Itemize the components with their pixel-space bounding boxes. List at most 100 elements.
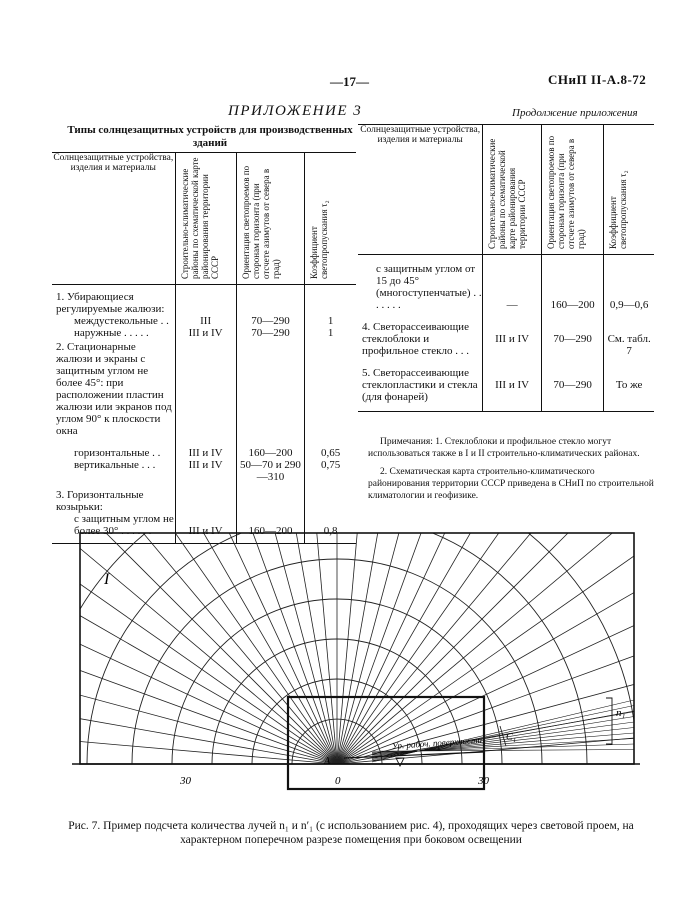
row-text: с защитным углом от 15 до 45° (многоступ…: [376, 263, 482, 311]
table-row: 4. Светорассеивающие стеклоблоки и профи…: [358, 315, 654, 361]
radial-line: [105, 533, 338, 764]
room-section: [286, 695, 486, 791]
radial-line: [316, 533, 338, 764]
row-orientation: [235, 339, 305, 441]
table-row: 5. Светорассеивающие стеклопластики и ст…: [358, 361, 654, 412]
ray-group: [80, 533, 634, 764]
radial-line: [336, 533, 532, 764]
row-text: междустекольные . .: [74, 315, 169, 327]
n1-bracket: [606, 697, 613, 745]
work-surface-line: [343, 751, 485, 759]
row-orientation: [235, 483, 305, 513]
row-text: 5. Светорассеивающие стеклопластики и ст…: [362, 367, 478, 403]
row-region: III и IV: [482, 315, 542, 361]
note-2: 2. Схематическая карта строительно-клима…: [368, 467, 654, 501]
arc-line: [80, 533, 634, 726]
row-orientation: 160—200: [235, 441, 305, 459]
table-row: 2. Стационарные жалюзи и экраны с защитн…: [52, 339, 356, 441]
radial-line: [142, 533, 338, 764]
row-coefficient: 0,9—0,6: [603, 254, 654, 315]
label-30-right: 30: [477, 775, 490, 787]
row-region: [174, 339, 237, 441]
c1-marker: [499, 725, 507, 747]
label-n1: n₁: [616, 707, 626, 719]
row-orientation: 70—290: [540, 315, 604, 361]
row-region: III и IV: [174, 513, 237, 544]
table-row: 3. Горизонтальные козырьки:: [52, 483, 356, 513]
row-text: 3. Горизонтальные козырьки:: [56, 489, 144, 513]
row-coefficient: 0,65: [304, 441, 356, 459]
row-region: [174, 483, 237, 513]
radial-line: [174, 533, 338, 764]
row-orientation: [235, 284, 305, 315]
table-row: вертикальные . . . III и IV 50—70 и 290—…: [52, 459, 356, 483]
row-coefficient: 0,8: [304, 513, 356, 544]
row-orientation: 70—290: [540, 361, 604, 412]
radial-line: [80, 547, 338, 764]
table-row: горизонтальные . . III и IV 160—200 0,65: [52, 441, 356, 459]
arc-line: [86, 533, 588, 764]
right-col-header-devices: Солнцезащитные устройства, изделия и мат…: [360, 125, 481, 145]
radial-line: [336, 684, 634, 764]
radial-line: [295, 533, 338, 764]
left-col-header-devices: Солнцезащитные устройства, изделия и мат…: [53, 153, 174, 173]
level-marker: [395, 757, 405, 768]
right-col-header-coefficient: Коэффициент светопропускания τ₂: [603, 124, 654, 255]
radial-line: [336, 533, 471, 764]
radial-line: [228, 533, 338, 764]
label-zero: 0: [335, 775, 341, 787]
table-row: с защитным углом не более 30° . . . . . …: [52, 513, 356, 544]
continuation-title: Продолжение приложения: [512, 107, 638, 119]
ray-diagram: [72, 532, 640, 791]
row-text: 4. Светорассеивающие стеклоблоки и профи…: [362, 321, 469, 357]
radial-line: [80, 670, 338, 764]
radial-line: [252, 533, 338, 764]
row-coefficient: 1: [304, 315, 356, 327]
page-number: —17—: [330, 74, 369, 89]
appendix-title: ПРИЛОЖЕНИЕ 3: [228, 103, 363, 119]
label-30-left: 30: [179, 775, 192, 787]
row-orientation: 70—290: [235, 327, 305, 339]
radial-line: [80, 643, 338, 764]
left-col-header-orientation: Ориентация светопроемов по сторонам гори…: [235, 152, 305, 285]
right-col-header-orientation: Ориентация светопроемов по сторонам гори…: [540, 124, 604, 255]
table-row: наружные . . . . . III и IV 70—290 1: [52, 327, 356, 339]
left-table: Солнцезащитные устройства, изделия и мат…: [52, 152, 356, 544]
right-col-header-regions: Строительно-климатические районы по схем…: [482, 124, 542, 255]
label-point-A: A: [323, 756, 331, 767]
radial-line: [80, 741, 338, 764]
row-region: III и IV: [482, 361, 542, 412]
left-col-header-regions: Строительно-климатические районы по схем…: [174, 152, 237, 285]
row-region: [174, 284, 237, 315]
radial-line: [336, 555, 634, 764]
row-text: с защитным углом не более 30° . . . . . …: [74, 513, 174, 537]
row-text: 1. Убирающиеся регулируемые жалюзи:: [56, 291, 165, 315]
radial-line: [336, 625, 634, 764]
row-region: —: [482, 254, 542, 315]
radial-line: [80, 718, 338, 764]
radial-line: [336, 533, 379, 764]
window-ray: [371, 749, 634, 752]
radial-line: [274, 533, 338, 764]
row-region: III и IV: [174, 459, 237, 483]
left-col-header-coefficient: Коэффициент светопропускания τ₂: [304, 152, 356, 285]
row-text: вертикальные . . .: [74, 459, 156, 471]
row-text: 2. Стационарные жалюзи и экраны с защитн…: [56, 341, 172, 437]
radial-line: [336, 533, 569, 764]
radial-line: [336, 533, 613, 764]
right-table: Солнцезащитные устройства, изделия и мат…: [358, 124, 654, 412]
row-coefficient: [304, 284, 356, 315]
radial-line: [80, 615, 338, 764]
row-coefficient: 1: [304, 327, 356, 339]
label-C1: C₁: [506, 732, 516, 743]
radial-line: [336, 592, 634, 764]
row-coefficient: 0,75: [304, 459, 356, 483]
row-text: горизонтальные . .: [74, 447, 161, 459]
note-1: Примечания: 1. Стеклоблоки и профильное …: [368, 437, 640, 459]
row-region: III и IV: [174, 441, 237, 459]
row-orientation: 160—200: [540, 254, 604, 315]
table-row: междустекольные . . III 70—290 1: [52, 315, 356, 327]
table-row: с защитным углом от 15 до 45° (многоступ…: [358, 254, 654, 315]
radial-line: [336, 533, 358, 764]
